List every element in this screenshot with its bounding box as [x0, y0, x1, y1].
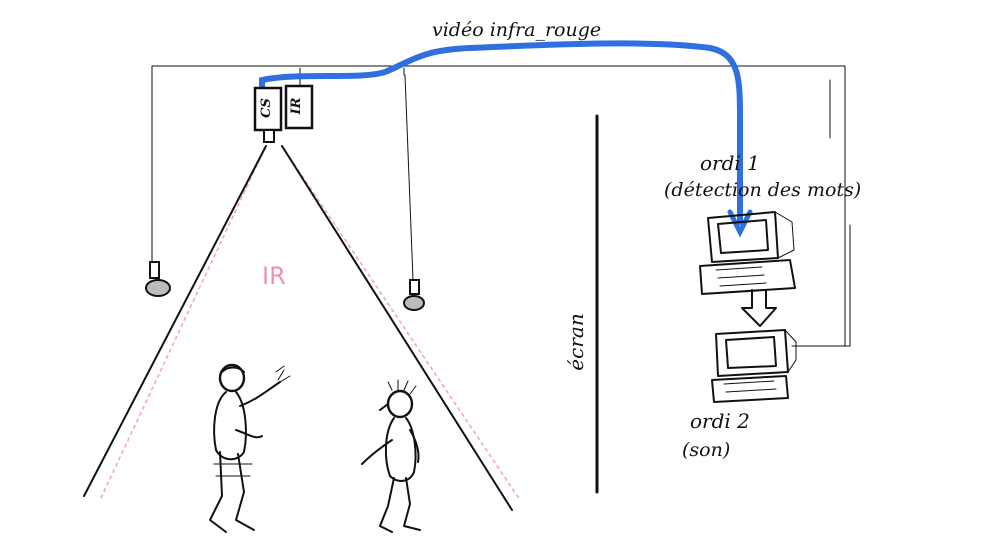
computer-2	[711, 329, 797, 403]
camera-ir: IR	[284, 84, 314, 130]
power-rail	[151, 65, 846, 347]
computer1-role: (détection des mots)	[664, 179, 861, 201]
camera-field-of-view	[83, 145, 513, 511]
keyboard-2	[711, 375, 789, 403]
performer-right	[361, 379, 421, 533]
camera-ir-label: IR	[289, 97, 304, 115]
computer1-to-computer2-arrow	[741, 289, 777, 327]
camera-cs-label: CS	[259, 98, 274, 118]
performer-left	[209, 363, 291, 533]
camera-cs: CS	[253, 86, 283, 143]
lamp-left	[145, 261, 171, 297]
computer1-title: ordi 1	[700, 151, 760, 175]
computer2-title: ordi 2	[690, 409, 750, 433]
screen-label: écran	[564, 313, 588, 370]
video-infrared-label: vidéo infra_rouge	[432, 19, 601, 41]
computer-1	[699, 211, 796, 295]
lamp-right	[403, 279, 425, 311]
computer2-role: (son)	[682, 439, 730, 461]
keyboard-1	[699, 259, 796, 295]
computer2-cable	[791, 224, 851, 347]
right-lamp-wire	[404, 74, 414, 281]
ir-beam	[99, 145, 521, 501]
ir-zone-label: IR	[262, 262, 286, 290]
ceiling-wiring	[151, 65, 851, 347]
infrared-video-cable-arrow	[727, 209, 753, 238]
infrared-video-cable	[259, 40, 743, 225]
